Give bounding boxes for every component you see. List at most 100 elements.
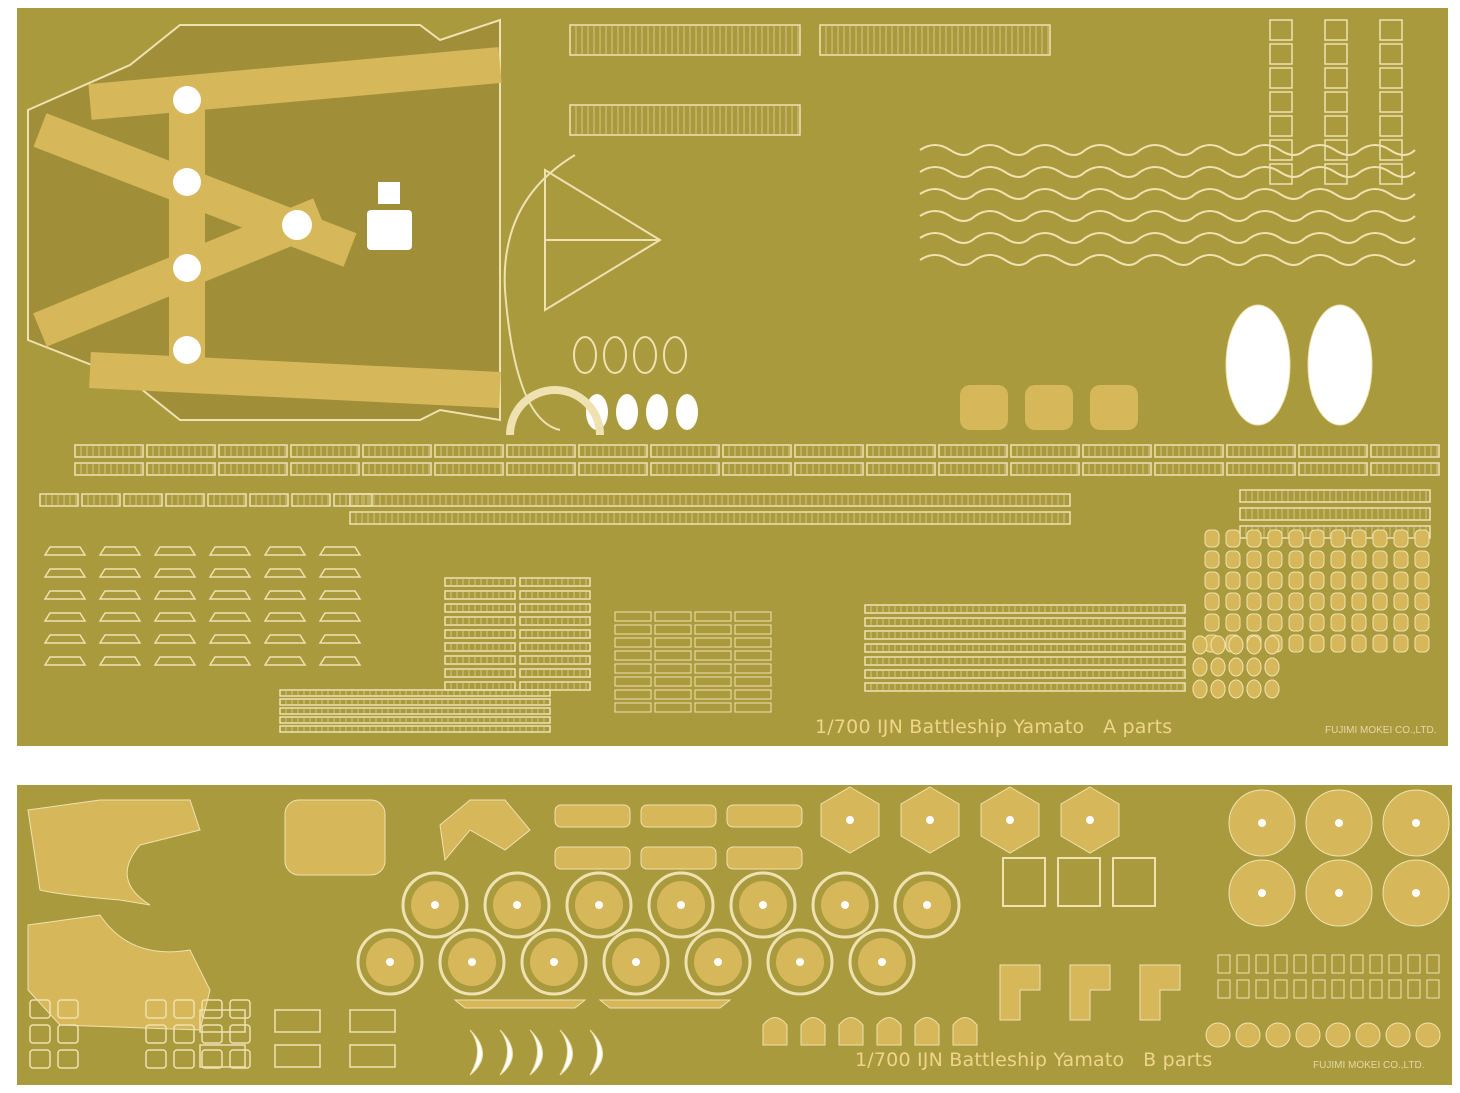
railing-part xyxy=(146,444,216,458)
hatch-part xyxy=(1228,635,1244,655)
hole xyxy=(759,901,767,909)
hole xyxy=(677,901,685,909)
railing-part xyxy=(569,104,801,136)
bracket-part xyxy=(318,656,362,666)
davit-part xyxy=(919,254,976,266)
ladder-part xyxy=(614,637,652,648)
railing-part xyxy=(362,444,432,458)
bracket-part xyxy=(318,568,362,578)
railing-part xyxy=(444,655,516,665)
bracket-part xyxy=(1379,139,1403,161)
hatch-part xyxy=(145,999,167,1019)
railing-part xyxy=(722,462,792,476)
hatch-part xyxy=(1355,1022,1381,1048)
hatch-part xyxy=(57,999,79,1019)
hatch-part xyxy=(1325,1022,1351,1048)
railing-part xyxy=(864,604,1186,614)
searchlight-part xyxy=(565,871,633,939)
ladder-part xyxy=(1236,954,1250,974)
vent-part xyxy=(469,1029,483,1076)
hatch-part xyxy=(1330,613,1346,632)
davit-part xyxy=(1029,188,1086,200)
ladder-part xyxy=(654,702,692,713)
bracket-part xyxy=(98,546,142,556)
davit-part xyxy=(1304,254,1361,266)
railing-part xyxy=(519,590,591,600)
hatch-part xyxy=(1192,657,1208,677)
bracket-part xyxy=(153,612,197,622)
davit-part xyxy=(1359,232,1416,244)
davit-part xyxy=(1249,254,1306,266)
hole xyxy=(595,901,603,909)
bracket-part xyxy=(43,590,87,600)
ladder-part xyxy=(614,611,652,622)
bracket-part xyxy=(43,546,87,556)
hatch-part xyxy=(1264,635,1280,655)
railing-part xyxy=(1154,444,1224,458)
hatch-part xyxy=(1246,592,1262,611)
ladder-part xyxy=(614,624,652,635)
hatch-part xyxy=(229,1049,251,1069)
ladder-part xyxy=(1236,979,1250,999)
hatch-part xyxy=(1330,592,1346,611)
ladder-part xyxy=(1217,954,1231,974)
railing-part xyxy=(1010,444,1080,458)
hatch-part xyxy=(1393,529,1409,548)
deck-holes xyxy=(173,86,412,364)
ladder-part xyxy=(694,650,732,661)
vent-part xyxy=(589,1029,603,1076)
hatch-part xyxy=(57,1049,79,1069)
shield-part xyxy=(554,804,631,828)
davit-part xyxy=(974,210,1031,222)
hatch-part xyxy=(1246,657,1262,677)
ring-part xyxy=(663,336,687,374)
hatch-part xyxy=(1414,571,1430,590)
searchlight-part xyxy=(356,928,424,996)
bracket-part xyxy=(43,656,87,666)
hatch-part xyxy=(1204,592,1220,611)
railing-part xyxy=(506,444,576,458)
plate-part xyxy=(284,799,386,876)
bracket-part xyxy=(1379,43,1403,65)
grating-part xyxy=(274,1044,321,1068)
railing-part xyxy=(362,462,432,476)
vent-part xyxy=(559,1029,573,1076)
railing-part xyxy=(1082,462,1152,476)
searchlight-part xyxy=(438,928,506,996)
bracket-part xyxy=(1269,43,1293,65)
davit-part xyxy=(1084,188,1141,200)
hatch-part xyxy=(1385,1022,1411,1048)
railing-part xyxy=(123,493,163,507)
hatch-part xyxy=(1288,592,1304,611)
ladder-part xyxy=(614,689,652,700)
davit-part xyxy=(1084,210,1141,222)
bracket-part xyxy=(1324,163,1348,185)
davit-part xyxy=(974,144,1031,156)
hatch-part xyxy=(1288,550,1304,569)
hatch-part xyxy=(1309,529,1325,548)
davit-part xyxy=(1194,254,1251,266)
bracket-part xyxy=(1324,67,1348,89)
railing-part xyxy=(578,444,648,458)
shield-part xyxy=(726,846,803,870)
hatch-part xyxy=(1225,592,1241,611)
hatch-part xyxy=(1267,613,1283,632)
hole xyxy=(550,958,558,966)
bracket-part xyxy=(208,634,252,644)
hatch-part xyxy=(1246,571,1262,590)
bracket-part xyxy=(153,590,197,600)
hatch-part xyxy=(1393,613,1409,632)
grating-part xyxy=(199,1044,246,1068)
ladder-part xyxy=(1312,979,1326,999)
bracket-part xyxy=(208,568,252,578)
bracket-part xyxy=(1269,91,1293,113)
railing-part xyxy=(165,493,205,507)
hatch-part xyxy=(29,999,51,1019)
bracket-part xyxy=(98,568,142,578)
grating-part xyxy=(1002,857,1046,907)
ladder-part xyxy=(614,702,652,713)
hatch-part xyxy=(1393,571,1409,590)
davit-part xyxy=(1139,166,1196,178)
railing-part xyxy=(722,444,792,458)
railing-part xyxy=(207,493,247,507)
